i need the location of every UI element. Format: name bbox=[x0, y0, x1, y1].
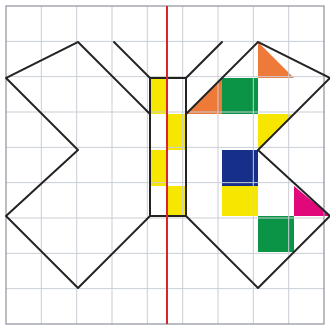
green-cell-upper bbox=[222, 78, 258, 114]
yellow-cell-square bbox=[222, 186, 258, 216]
body-stripe-3 bbox=[150, 150, 167, 186]
navy-cell bbox=[222, 150, 258, 186]
body-stripe-1 bbox=[150, 78, 167, 114]
